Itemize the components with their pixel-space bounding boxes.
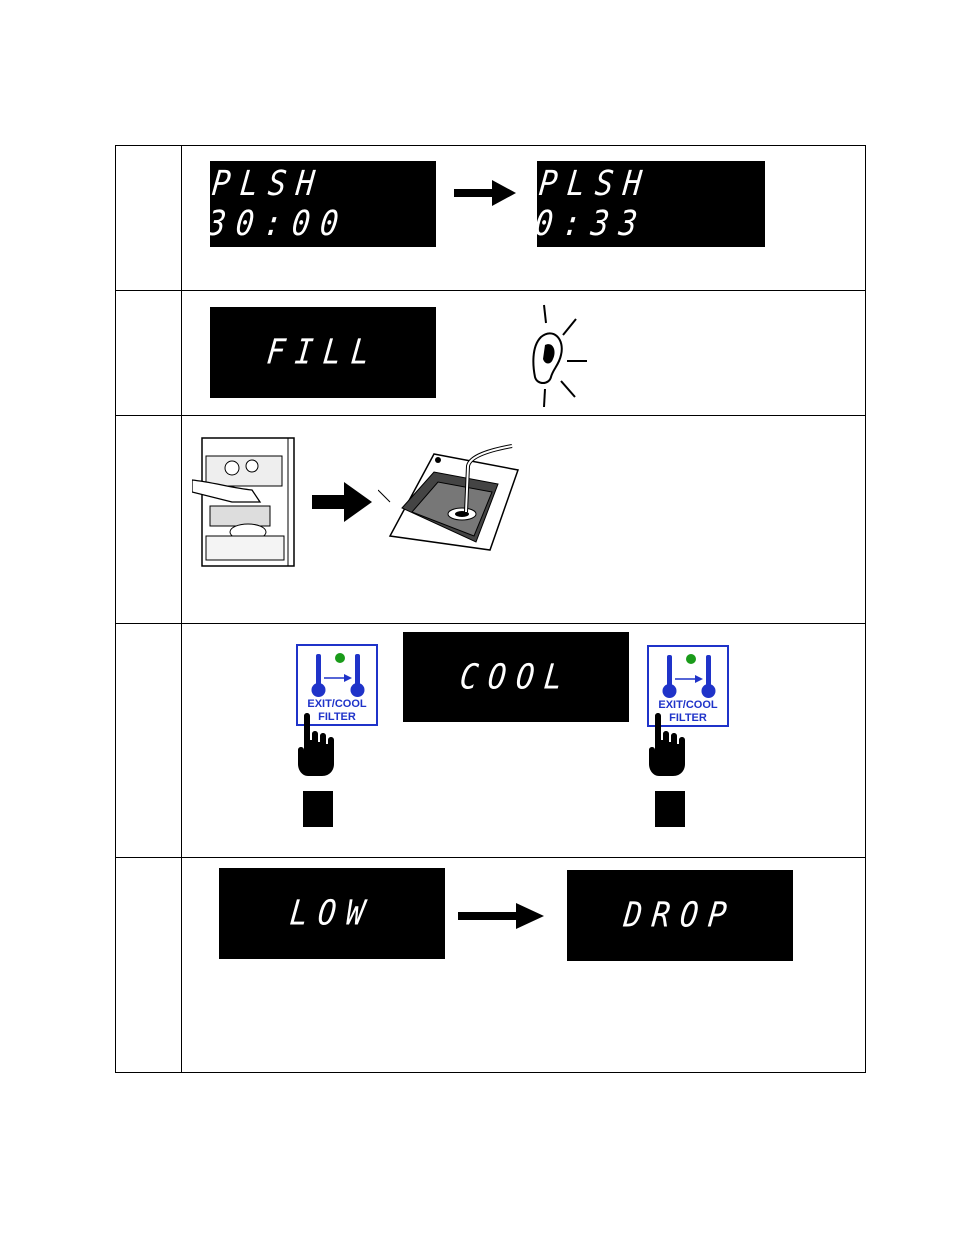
lcd-display: LOW (219, 868, 445, 959)
ear-alarm-icon (532, 304, 587, 408)
lcd-text: LOW (287, 893, 377, 934)
lcd-text: COOL (457, 656, 575, 698)
procedure-table: PLSH 30:00 PLSH 0:33 FILL (115, 145, 866, 1073)
fryer-drain-illustration (192, 437, 295, 567)
step-number-column-divider (181, 146, 182, 1072)
lcd-text: DROP (621, 895, 739, 936)
exit-cool-filter-button[interactable]: EXIT/COOL FILTER (296, 644, 378, 726)
lcd-display: DROP (567, 870, 793, 961)
step-row-1: PLSH 30:00 PLSH 0:33 (116, 146, 865, 290)
exit-cool-filter-button[interactable]: EXIT/COOL FILTER (647, 645, 729, 727)
lcd-display: PLSH 0:33 (533, 161, 765, 247)
pointing-hand-icon (298, 713, 334, 776)
lcd-text: FILL (264, 332, 382, 373)
step-row-3 (116, 415, 865, 624)
lcd-text: PLSH 30:00 (205, 163, 351, 245)
arrow-right-icon (454, 180, 516, 206)
step-marker-block (303, 791, 333, 827)
step-marker-block (655, 791, 685, 827)
pointing-hand-icon (649, 713, 685, 776)
thermometer-icon (311, 653, 365, 697)
fry-pot-illustration (378, 444, 519, 551)
thermometer-icon (662, 654, 716, 698)
lcd-display: PLSH 30:00 (206, 161, 436, 247)
lcd-display: FILL (210, 307, 436, 398)
button-label-line2: FILTER (669, 712, 707, 724)
lcd-text: PLSH 0:33 (532, 163, 654, 245)
step-row-2: FILL (116, 290, 865, 416)
lcd-display: COOL (403, 632, 629, 722)
arrow-right-icon (458, 903, 544, 929)
step-row-4: EXIT/COOL FILTER COOL EXIT/COOL FILTER (116, 623, 865, 858)
button-label-line1: EXIT/COOL (658, 699, 718, 711)
button-label-line2: FILTER (318, 711, 356, 723)
arrow-right-icon (312, 482, 372, 522)
button-label-line1: EXIT/COOL (307, 698, 367, 710)
step-row-5: LOW DROP (116, 857, 865, 1074)
